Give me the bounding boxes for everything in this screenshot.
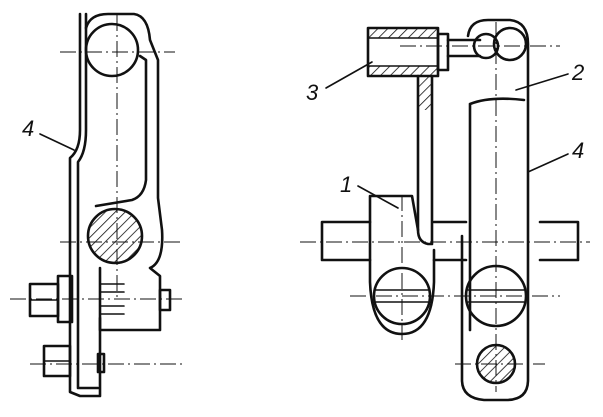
right-label-1: 1 xyxy=(340,172,352,197)
left-leader-4 xyxy=(39,133,75,151)
right-bottom-pin xyxy=(475,343,517,385)
right-arm-hatch xyxy=(418,76,432,110)
right-leader-3 xyxy=(325,61,373,89)
right-clamp-screw xyxy=(372,266,432,326)
left-label-4: 4 xyxy=(22,116,34,141)
right-lever-top-hole xyxy=(492,26,528,62)
left-lower-screw-nut xyxy=(96,352,106,374)
right-shaft-left xyxy=(320,220,372,262)
right-lever-outer xyxy=(460,18,530,402)
left-view: 4 xyxy=(10,12,182,398)
left-screw-body xyxy=(56,274,74,324)
left-screw-nut xyxy=(158,288,172,312)
right-label-3: 3 xyxy=(306,80,319,105)
right-bushing-hatch-bottom xyxy=(368,66,438,76)
right-leader-1 xyxy=(357,185,399,209)
right-leader-2 xyxy=(515,73,569,91)
right-bottom-pin-hatch xyxy=(477,345,515,383)
right-link-eye xyxy=(472,32,500,60)
right-bushing-hatch-top xyxy=(368,28,438,38)
right-shaft-right xyxy=(538,220,580,262)
right-view: 3 2 4 1 xyxy=(300,18,590,402)
right-lever-inner xyxy=(468,97,526,332)
right-label-2: 2 xyxy=(571,60,584,85)
left-pin xyxy=(86,207,144,265)
right-leader-4 xyxy=(527,153,569,173)
left-strip-inner xyxy=(76,12,100,390)
left-top-roller xyxy=(84,22,140,78)
left-lever-body xyxy=(84,12,164,332)
left-strip xyxy=(68,12,102,398)
right-label-4: 4 xyxy=(572,138,584,163)
right-bushing-flange xyxy=(436,32,450,72)
left-pin-hatch xyxy=(88,209,142,263)
left-lever-inner xyxy=(94,54,148,208)
right-lever-screw xyxy=(464,264,528,328)
right-clamp-block xyxy=(368,194,436,336)
